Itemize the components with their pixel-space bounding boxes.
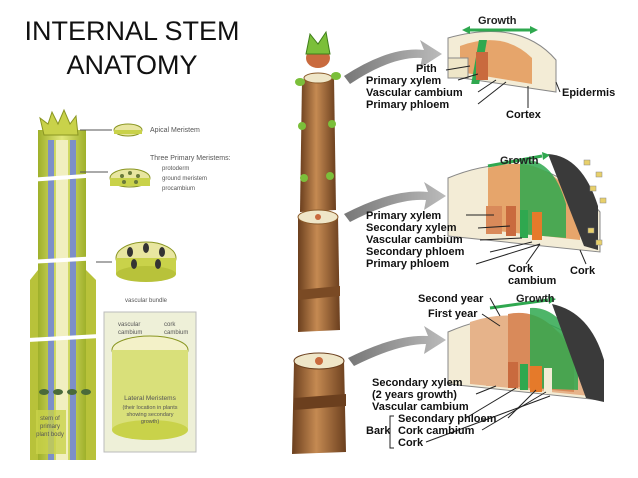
growth-label-1: Growth (478, 15, 517, 27)
panel1-labels: Pith Primary xylem Vascular cambium Prim… (366, 63, 615, 121)
left-stem-illustration: stem of primary plant body Apical Merist… (27, 108, 231, 460)
primary-phloem-label-2: Primary phloem (366, 258, 449, 270)
cork-label-2: Cork (570, 265, 596, 277)
cork-cambium-label-2a: Cork (508, 263, 534, 275)
cork-cambium-label-2b: cambium (508, 275, 557, 287)
second-year-label: Second year (418, 293, 484, 305)
first-year-label: First year (428, 308, 478, 320)
cross-section-primary: Growth (447, 15, 557, 93)
stem-label-2: primary (40, 424, 60, 430)
primary-xylem-label-1: Primary xylem (366, 75, 441, 87)
panel2-labels: Primary xylem Secondary xylem Vascular c… (366, 210, 596, 287)
stem-label-1: stem of (40, 416, 60, 422)
secondary-xylem-label-3: Secondary xylem (372, 377, 463, 389)
title-line-1: INTERNAL STEM (24, 16, 240, 46)
lateral-note-1: (their location in plants (122, 405, 177, 411)
vascular-cambium-label-2: Vascular cambium (366, 234, 463, 246)
growth-label-3: Growth (516, 293, 555, 305)
pith-label: Pith (416, 63, 437, 75)
vascular-cambium-left-1: vascular (118, 322, 140, 328)
primary-phloem-label-1: Primary phloem (366, 99, 449, 111)
cork-cambium-label-3: Cork cambium (398, 425, 475, 437)
procambium-label: procambium (162, 186, 195, 192)
cork-cambium-left-2: cambium (164, 330, 188, 336)
ground-meristem-label: ground meristem (162, 176, 207, 182)
lateral-note-2: showing secondary (126, 412, 173, 418)
vascular-cambium-left-2: cambium (118, 330, 142, 336)
lateral-meristems-label: Lateral Meristems (124, 395, 176, 402)
apical-meristem-label: Apical Meristem (150, 127, 200, 134)
stem-label-3: plant body (36, 432, 64, 438)
secondary-xylem-years-label: (2 years growth) (372, 389, 457, 401)
cross-section-two-years: Growth (447, 293, 604, 402)
secondary-phloem-label-3: Secondary phloem (398, 413, 497, 425)
cork-cambium-left-1: cork (164, 322, 176, 328)
panel3-labels: Second year First year Secondary xylem (… (366, 293, 551, 449)
primary-xylem-label-2: Primary xylem (366, 210, 441, 222)
page-title: INTERNAL STEM ANATOMY (14, 14, 250, 82)
bark-label: Bark (366, 425, 391, 437)
three-primary-meristems-label: Three Primary Meristems: (150, 155, 231, 162)
vascular-cambium-label-1: Vascular cambium (366, 87, 463, 99)
epidermis-label: Epidermis (562, 87, 615, 99)
cork-label-3: Cork (398, 437, 424, 449)
growth-label-2: Growth (500, 155, 539, 167)
secondary-xylem-label-2: Secondary xylem (366, 222, 457, 234)
protoderm-label: protoderm (162, 166, 189, 172)
vascular-bundle-label: vascular bundle (125, 298, 168, 304)
lateral-note-3: growth) (141, 419, 160, 425)
vascular-cambium-label-3: Vascular cambium (372, 401, 469, 413)
title-line-2: ANATOMY (66, 50, 198, 80)
secondary-phloem-label-2: Secondary phloem (366, 246, 465, 258)
cortex-label: Cortex (506, 109, 542, 121)
